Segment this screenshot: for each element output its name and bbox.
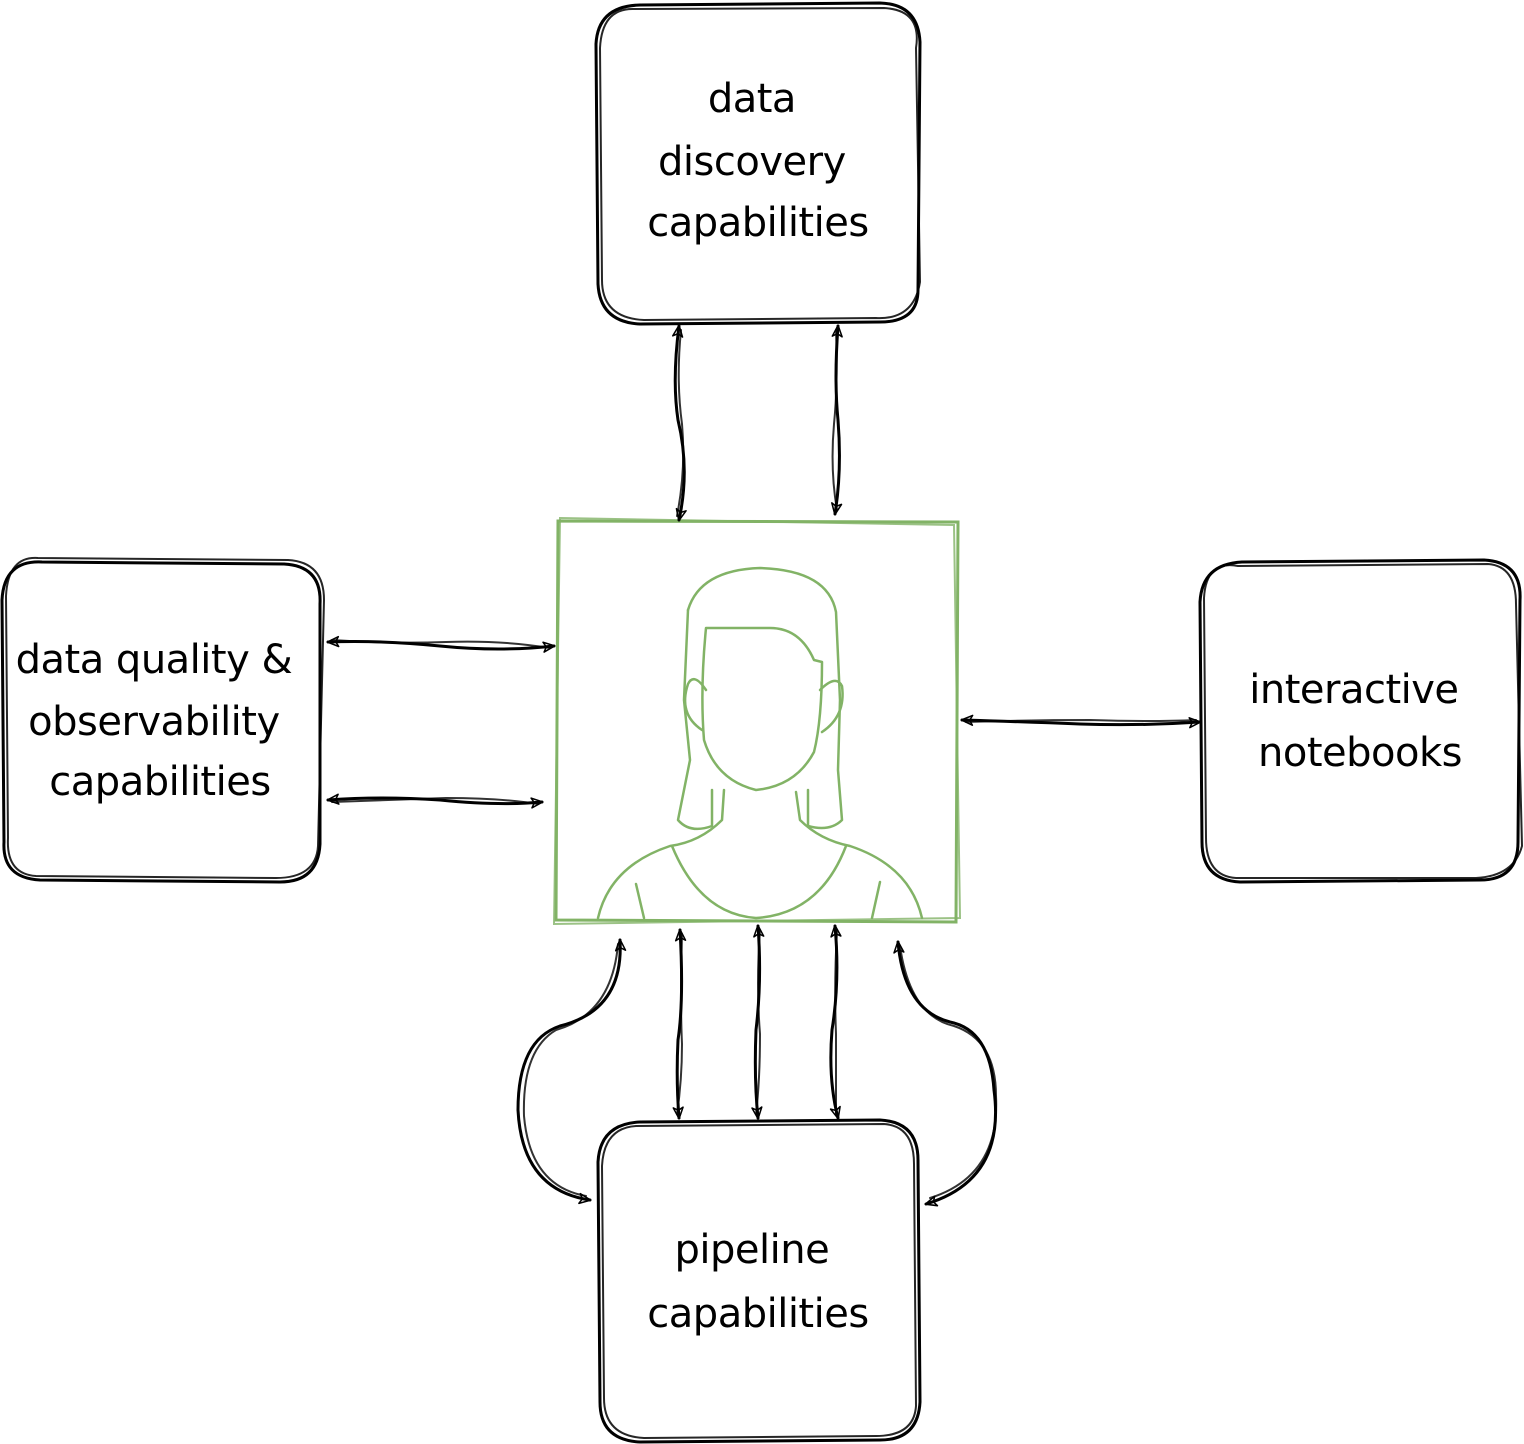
person-icon [596, 566, 924, 920]
data-discovery-box[interactable]: data discovery capabilities [594, 1, 922, 326]
interactive-notebooks-line-2: notebooks [1258, 730, 1462, 776]
data-discovery-line-2: discovery [658, 139, 846, 185]
data-discovery-label: data discovery capabilities [647, 76, 868, 246]
interactive-notebooks-line-1: interactive [1249, 667, 1458, 713]
connector-pipeline-3 [829, 924, 842, 1120]
pipeline-label: pipeline capabilities [647, 1227, 868, 1337]
data-quality-line-3: capabilities [49, 759, 270, 805]
connector-discovery-2 [831, 324, 843, 516]
pipeline-line-2: capabilities [647, 1291, 868, 1337]
interactive-notebooks-box[interactable]: interactive notebooks [1198, 558, 1523, 884]
data-quality-label: data quality & observability capabilitie… [16, 637, 305, 805]
data-discovery-line-3: capabilities [647, 200, 868, 246]
central-user[interactable] [552, 516, 962, 926]
connector-pipeline-1 [672, 928, 687, 1120]
connector-pipeline-2 [751, 924, 765, 1120]
interactive-notebooks-label: interactive notebooks [1249, 667, 1471, 776]
connector-quality-1 [326, 635, 556, 653]
user-frame [554, 519, 960, 924]
pipeline-box[interactable]: pipeline capabilities [596, 1118, 922, 1444]
data-quality-line-1: data quality & [16, 637, 293, 683]
data-discovery-line-1: data [708, 76, 796, 122]
data-quality-box[interactable]: data quality & observability capabilitie… [0, 556, 325, 884]
data-quality-line-2: observability [28, 699, 280, 745]
connector-pipeline-left-curve [516, 938, 627, 1205]
connector-discovery-1 [672, 324, 687, 522]
connector-pipeline-right-curve [893, 940, 998, 1207]
connector-quality-2 [326, 793, 544, 809]
pipeline-line-1: pipeline [675, 1227, 830, 1273]
connector-notebooks [960, 714, 1202, 729]
